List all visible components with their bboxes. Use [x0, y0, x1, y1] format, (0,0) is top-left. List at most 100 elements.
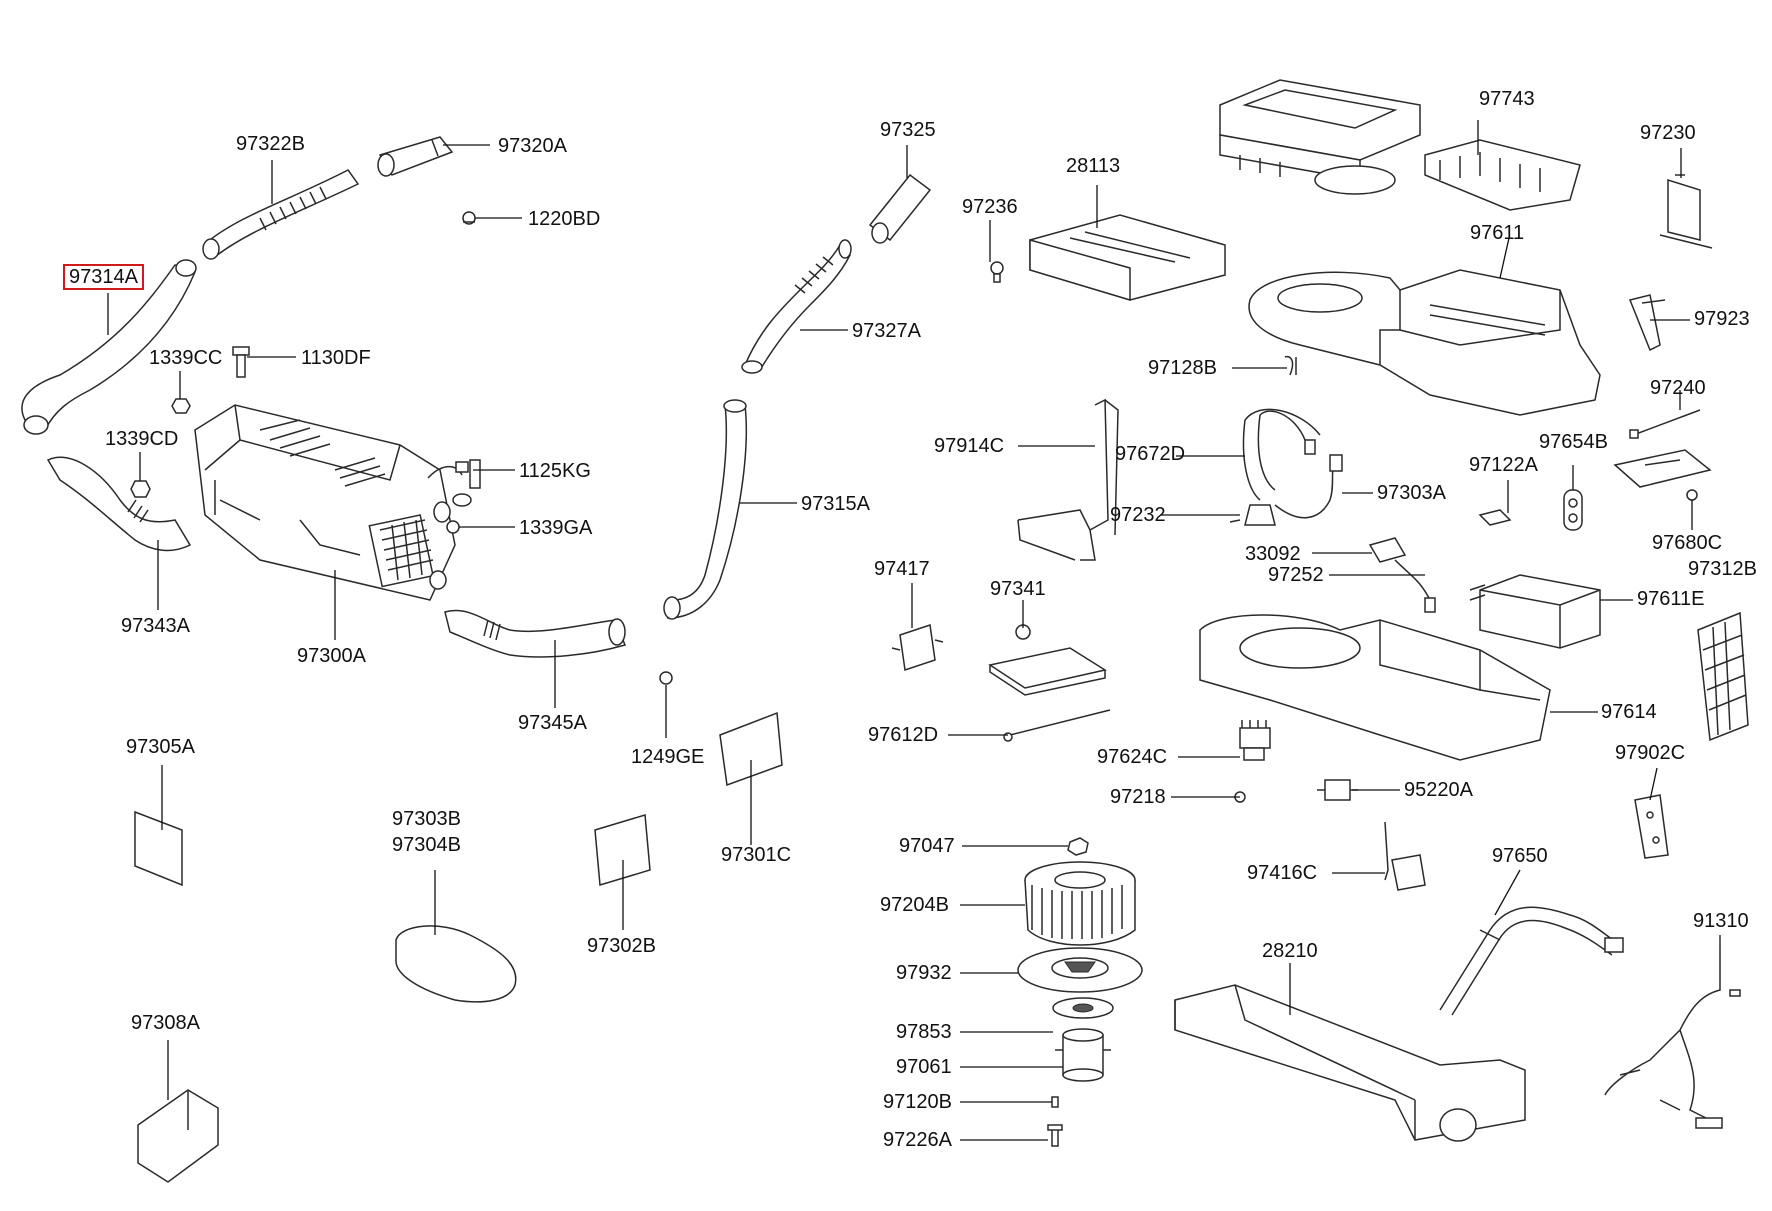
part-label-95220A[interactable]: 95220A — [1404, 779, 1473, 801]
part-1130DF-bolt[interactable] — [232, 346, 250, 378]
part-97320A-duct-end[interactable] — [377, 136, 454, 177]
part-label-97923[interactable]: 97923 — [1694, 308, 1750, 330]
part-97914C-bracket[interactable] — [1017, 398, 1119, 561]
part-97300A-heater-unit[interactable] — [194, 404, 456, 601]
part-label-97120B[interactable]: 97120B — [883, 1091, 952, 1113]
part-label-97204B[interactable]: 97204B — [880, 894, 949, 916]
part-97047-nut[interactable] — [1067, 837, 1089, 856]
part-label-97650[interactable]: 97650 — [1492, 845, 1548, 867]
part-33092-sensor[interactable] — [1368, 537, 1436, 613]
part-1249GE-screw[interactable] — [659, 671, 673, 685]
part-label-97327A[interactable]: 97327A — [852, 320, 921, 342]
part-97611E-evaporator[interactable] — [1469, 574, 1601, 649]
part-label-97322B[interactable]: 97322B — [236, 133, 305, 155]
part-97672D-hose-assembly[interactable] — [1229, 408, 1343, 526]
part-97120B-screw[interactable] — [1051, 1096, 1059, 1108]
part-label-97300A[interactable]: 97300A — [297, 645, 366, 667]
part-97680C-panel[interactable] — [1613, 449, 1712, 501]
part-label-97416C[interactable]: 97416C — [1247, 862, 1318, 884]
part-label-91310[interactable]: 91310 — [1693, 910, 1749, 932]
part-label-28113[interactable]: 28113 — [1066, 155, 1121, 177]
part-97743-blower-top[interactable] — [1219, 79, 1421, 195]
part-97345A-duct[interactable] — [444, 609, 627, 658]
part-label-97128B[interactable]: 97128B — [1148, 357, 1217, 379]
part-label-97853[interactable]: 97853 — [896, 1021, 952, 1043]
part-label-97308A[interactable]: 97308A — [131, 1012, 200, 1034]
part-label-97611[interactable]: 97611 — [1470, 222, 1525, 244]
part-1339CC-nut[interactable] — [171, 398, 191, 414]
part-label-97236[interactable]: 97236 — [962, 196, 1018, 218]
part-label-97345A[interactable]: 97345A — [518, 712, 587, 734]
part-97341-pad[interactable] — [988, 624, 1107, 696]
part-97128B-clip[interactable] — [1284, 355, 1297, 376]
part-97743-bracket[interactable] — [1424, 139, 1581, 211]
part-97204B-fan[interactable] — [1024, 861, 1136, 946]
part-97614-lower-case[interactable] — [1199, 614, 1551, 761]
part-label-97320A[interactable]: 97320A — [498, 135, 567, 157]
part-label-1339GA[interactable]: 1339GA — [519, 517, 593, 539]
part-97902C-bracket[interactable] — [1634, 794, 1669, 859]
part-label-97654B[interactable]: 97654B — [1539, 431, 1608, 453]
part-97654B-grommet[interactable] — [1563, 489, 1583, 531]
part-97315A-hose[interactable] — [663, 399, 747, 620]
part-label-28210[interactable]: 28210 — [1262, 940, 1318, 962]
part-label-97226A[interactable]: 97226A — [883, 1129, 952, 1151]
part-97314A-hose[interactable] — [21, 259, 197, 435]
part-97853-gasket[interactable] — [1052, 997, 1114, 1019]
part-95220A-relay[interactable] — [1317, 779, 1358, 801]
part-label-33092[interactable]: 33092 — [1245, 543, 1301, 565]
part-label-97341[interactable]: 97341 — [990, 578, 1046, 600]
part-label-97252[interactable]: 97252 — [1268, 564, 1324, 586]
part-label-97232[interactable]: 97232 — [1110, 504, 1166, 526]
part-label-97672D[interactable]: 97672D — [1115, 443, 1186, 465]
part-97122A-tab[interactable] — [1478, 509, 1512, 526]
part-label-97624C[interactable]: 97624C — [1097, 746, 1168, 768]
part-97923-bracket[interactable] — [1628, 294, 1666, 352]
part-28210-duct[interactable] — [1174, 984, 1526, 1142]
part-91310-wiring-harness[interactable] — [1604, 945, 1741, 1129]
part-97236-screw[interactable] — [990, 261, 1004, 283]
part-97302B-pad[interactable] — [594, 814, 651, 886]
part-97327A-hose[interactable] — [741, 239, 852, 374]
part-label-97417[interactable]: 97417 — [874, 558, 930, 580]
part-label-1249GE[interactable]: 1249GE — [631, 746, 705, 768]
part-label-97305A[interactable]: 97305A — [126, 736, 195, 758]
part-label-97611E[interactable]: 97611E — [1637, 588, 1705, 610]
part-1220BD-clip[interactable] — [462, 211, 476, 225]
part-label-97230[interactable]: 97230 — [1640, 122, 1696, 144]
part-97416C-bracket[interactable] — [1384, 821, 1426, 891]
part-1125KG-bolt[interactable] — [427, 459, 481, 507]
part-label-97061[interactable]: 97061 — [896, 1056, 952, 1078]
part-1339GA-nut[interactable] — [446, 520, 460, 534]
part-label-97612D[interactable]: 97612D — [868, 724, 939, 746]
part-97611-heater-case[interactable] — [1248, 269, 1601, 416]
part-label-97914C[interactable]: 97914C — [934, 435, 1005, 457]
part-97343A-duct[interactable] — [46, 456, 192, 552]
part-97240-rod[interactable] — [1629, 409, 1701, 439]
part-label-97315A[interactable]: 97315A — [801, 493, 870, 515]
part-label-97614[interactable]: 97614 — [1601, 701, 1657, 723]
part-97650-hose[interactable] — [1439, 906, 1624, 1016]
part-97612D-wire[interactable] — [1003, 709, 1111, 742]
part-97624C-resistor[interactable] — [1239, 720, 1271, 761]
part-label-1125KG[interactable]: 1125KG — [519, 460, 591, 482]
part-label-97932[interactable]: 97932 — [896, 962, 952, 984]
part-97312B-grille[interactable] — [1697, 611, 1749, 742]
part-label-97240[interactable]: 97240 — [1650, 377, 1706, 399]
part-97061-motor[interactable] — [1055, 1028, 1111, 1082]
part-label-97312B[interactable]: 97312B — [1688, 558, 1757, 580]
part-label-97122A[interactable]: 97122A — [1469, 454, 1538, 476]
part-label-97301C[interactable]: 97301C — [721, 844, 792, 866]
part-label-97303A[interactable]: 97303A — [1377, 482, 1446, 504]
part-97417-actuator[interactable] — [891, 624, 944, 671]
part-label-1220BD[interactable]: 1220BD — [528, 208, 601, 230]
part-label-97902C[interactable]: 97902C — [1615, 742, 1686, 764]
part-label-1339CC[interactable]: 1339CC — [149, 347, 223, 369]
part-97308A-block[interactable] — [137, 1089, 219, 1183]
part-28113-filter[interactable] — [1029, 214, 1226, 302]
part-97322B-hose[interactable] — [202, 169, 360, 260]
part-label-97343A[interactable]: 97343A — [121, 615, 190, 637]
part-label-97302B[interactable]: 97302B — [587, 935, 656, 957]
part-label-97303B[interactable]: 97303B — [392, 808, 461, 830]
part-97230-bracket[interactable] — [1659, 174, 1713, 249]
